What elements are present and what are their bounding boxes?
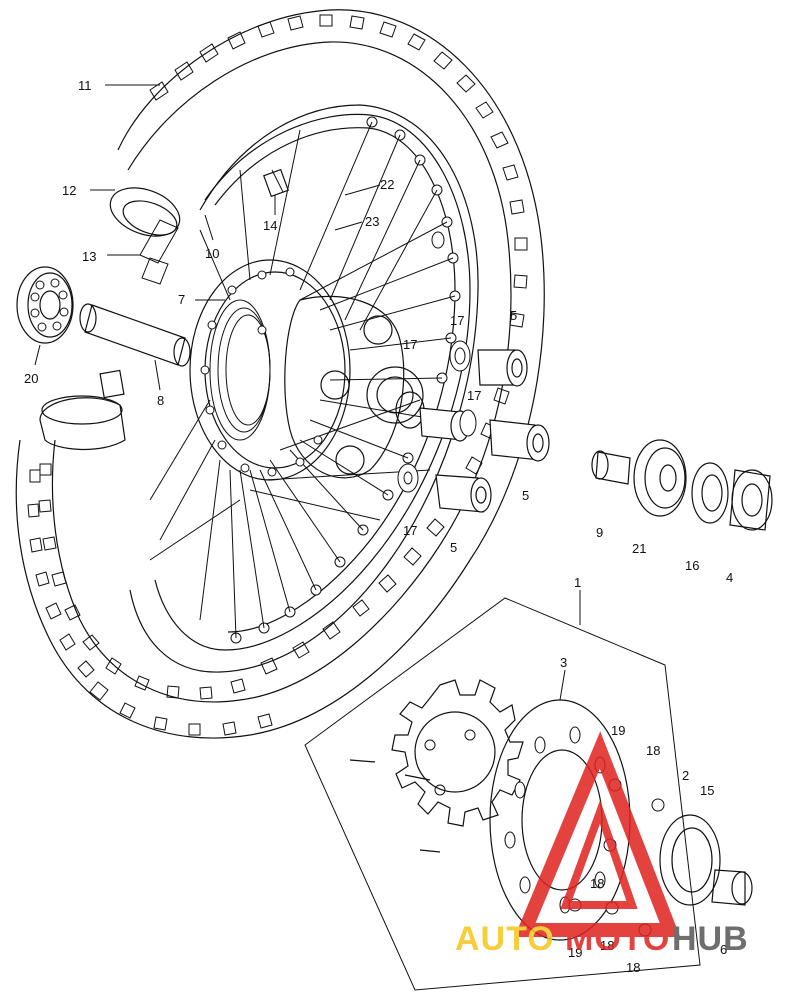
axle-nut-flange (729, 469, 773, 531)
sprocket (349, 679, 524, 853)
callout-16: 16 (685, 558, 699, 573)
sprocket-assembly-outline (304, 597, 701, 991)
callout-18-mid: 18 (590, 876, 604, 891)
callout-5-top: 5 (510, 308, 517, 323)
hub (189, 259, 425, 481)
watermark-triangle-outer (514, 731, 681, 937)
callout-3: 3 (560, 655, 567, 670)
callout-22: 22 (380, 177, 394, 192)
callout-6: 6 (720, 942, 727, 957)
callout-18-bottom-b: 18 (626, 960, 640, 975)
callout-12: 12 (62, 183, 76, 198)
callout-18-top: 18 (646, 743, 660, 758)
callout-5-mid: 5 (522, 488, 529, 503)
callout-19-top: 19 (611, 723, 625, 738)
callout-10: 10 (205, 246, 219, 261)
rim-band (139, 219, 179, 285)
callout-5-bottom: 5 (450, 540, 457, 555)
watermark-text-hub: HUB (672, 920, 749, 958)
callout-17-mid: 17 (467, 388, 481, 403)
callout-9: 9 (596, 525, 603, 540)
oil-seal (691, 462, 729, 524)
callout-20: 20 (24, 371, 38, 386)
callout-17-top: 17 (450, 313, 464, 328)
flange-collar (659, 814, 753, 906)
callout-21: 21 (632, 541, 646, 556)
callout-labels: 11 12 13 10 14 22 23 7 20 8 17 17 17 17 … (24, 78, 733, 975)
dowel-pins (397, 231, 477, 493)
callout-7: 7 (178, 292, 185, 307)
axle-collar (79, 303, 191, 367)
damper-rubbers (419, 349, 550, 513)
callout-11: 11 (78, 78, 92, 93)
callout-1: 1 (574, 575, 581, 590)
callout-15: 15 (700, 783, 714, 798)
callout-18-bottom-a: 18 (600, 938, 614, 953)
watermark-text-auto: AUTO (455, 920, 555, 958)
automotohub-watermark: AUTO MOTO HUB (455, 731, 749, 958)
callout-2: 2 (682, 768, 689, 783)
callout-23: 23 (365, 214, 379, 229)
bearing-left (16, 266, 74, 344)
bearing-right (633, 439, 687, 517)
leader-lines (34, 84, 581, 701)
valve-cap (263, 168, 289, 198)
callout-17-upper: 17 (403, 337, 417, 352)
tube-lower (39, 369, 126, 450)
tire (15, 9, 545, 739)
callout-4: 4 (726, 570, 733, 585)
callout-14: 14 (263, 218, 277, 233)
callout-19-bottom: 19 (568, 945, 582, 960)
distance-collar (591, 450, 631, 485)
callout-13: 13 (82, 249, 96, 264)
spokes (149, 121, 456, 639)
watermark-text-moto: MOTO (565, 920, 670, 958)
watermark-triangle-inner (560, 800, 638, 909)
callout-8: 8 (157, 393, 164, 408)
callout-17-lower: 17 (403, 523, 417, 538)
